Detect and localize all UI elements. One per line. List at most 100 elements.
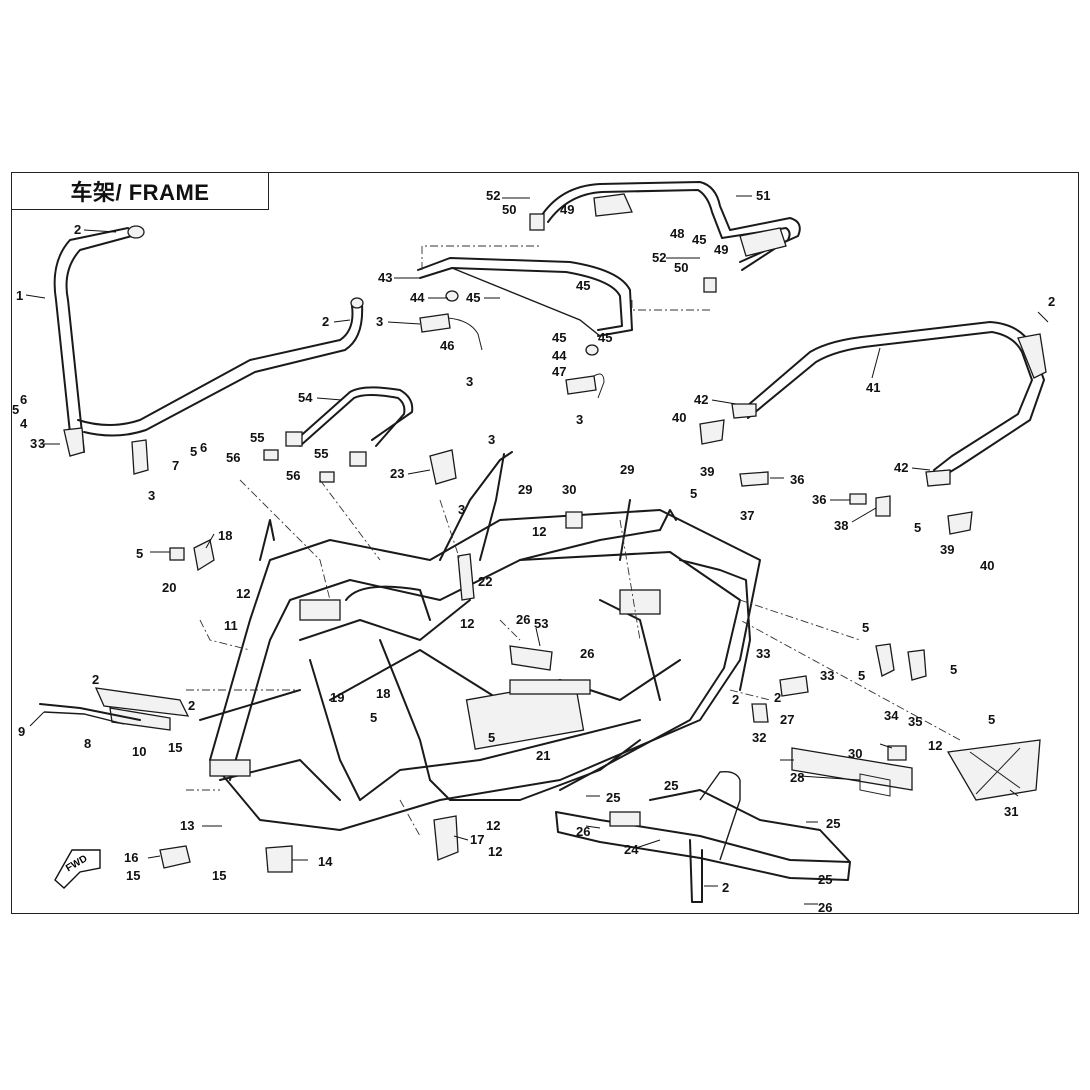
callout-25: 25 (664, 778, 678, 793)
callout-28: 28 (790, 770, 804, 785)
reference-lines (186, 245, 961, 837)
diagram-title: 车架/ FRAME (70, 180, 210, 205)
callout-29: 29 (620, 462, 634, 477)
callout-35: 35 (908, 714, 922, 729)
callout-3: 3 (576, 412, 583, 427)
callout-2: 2 (1048, 294, 1055, 309)
callout-52: 52 (652, 250, 666, 265)
callout-12: 12 (532, 524, 546, 539)
callout-36: 36 (790, 472, 804, 487)
callout-14: 14 (318, 854, 333, 869)
callout-15: 15 (126, 868, 140, 883)
callout-3: 3 (376, 314, 383, 329)
callout-12: 12 (486, 818, 500, 833)
callout-5: 5 (858, 668, 865, 683)
callout-12: 12 (928, 738, 942, 753)
callout-30: 30 (562, 482, 576, 497)
part-1-left-roll-bar (53, 225, 364, 475)
callout-5: 5 (862, 620, 869, 635)
callout-45: 45 (552, 330, 566, 345)
callout-39: 39 (700, 464, 714, 479)
callout-9: 9 (18, 724, 25, 739)
callout-18: 18 (218, 528, 232, 543)
callout-26: 26 (580, 646, 594, 661)
callout-2: 2 (722, 880, 729, 895)
callout-16: 16 (124, 850, 138, 865)
callout-49: 49 (714, 242, 728, 257)
callout-40: 40 (672, 410, 686, 425)
callout-41: 41 (866, 380, 880, 395)
callout-24: 24 (624, 842, 639, 857)
callout-10: 10 (132, 744, 146, 759)
callout-21: 21 (536, 748, 550, 763)
fwd-arrow-icon: FWD (54, 849, 101, 889)
callout-15: 15 (168, 740, 182, 755)
callout-3: 3 (30, 436, 37, 451)
callout-33: 33 (820, 668, 834, 683)
callout-53: 53 (534, 616, 548, 631)
callout-26: 26 (818, 900, 832, 915)
callout-3: 3 (148, 488, 155, 503)
part-31-skid-plate (946, 739, 1041, 801)
callout-34: 34 (884, 708, 899, 723)
callout-50: 50 (502, 202, 516, 217)
callout-25: 25 (826, 816, 840, 831)
callout-3: 3 (458, 502, 465, 517)
callout-15: 15 (212, 868, 226, 883)
callout-45: 45 (466, 290, 480, 305)
callout-23: 23 (390, 466, 404, 481)
callout-5: 5 (190, 444, 197, 459)
callout-2: 2 (774, 690, 781, 705)
callout-20: 20 (162, 580, 176, 595)
callout-52: 52 (486, 188, 500, 203)
callout-30: 30 (848, 746, 862, 761)
callout-47: 47 (552, 364, 566, 379)
callout-6: 6 (200, 440, 207, 455)
callout-6: 6 (20, 392, 27, 407)
callout-17: 17 (470, 832, 484, 847)
callout-39: 39 (940, 542, 954, 557)
callout-42: 42 (894, 460, 908, 475)
hardware-parts (159, 213, 973, 873)
part-28-crossbar (791, 747, 913, 797)
callout-36: 36 (812, 492, 826, 507)
callout-12: 12 (488, 844, 502, 859)
callout-32: 32 (752, 730, 766, 745)
callout-12: 12 (236, 586, 250, 601)
callout-33: 33 (756, 646, 770, 661)
callout-45: 45 (576, 278, 590, 293)
callout-8: 8 (84, 736, 91, 751)
callout-5: 5 (136, 546, 143, 561)
part-54-grab-bar (295, 386, 414, 447)
callout-11: 11 (224, 618, 238, 633)
callout-51: 51 (756, 188, 770, 203)
callout-2: 2 (188, 698, 195, 713)
callout-48: 48 (670, 226, 684, 241)
callout-38: 38 (834, 518, 848, 533)
callout-42: 42 (694, 392, 708, 407)
callout-31: 31 (1004, 804, 1018, 819)
callout-40: 40 (980, 558, 994, 573)
callout-44: 44 (552, 348, 567, 363)
callout-29: 29 (518, 482, 532, 497)
callout-2: 2 (74, 222, 81, 237)
callout-27: 27 (780, 712, 794, 727)
callout-1: 1 (16, 288, 23, 303)
callout-19: 19 (330, 690, 344, 705)
callout-44: 44 (410, 290, 425, 305)
main-frame (199, 451, 761, 831)
part-24-rear-subframe (555, 770, 851, 903)
callout-37: 37 (740, 508, 754, 523)
part-10-footrest-bracket (94, 687, 190, 731)
callout-46: 46 (440, 338, 454, 353)
part-43-rear-roof-bar (417, 257, 633, 337)
callout-25: 25 (606, 790, 620, 805)
callout-2: 2 (92, 672, 99, 687)
part-41-right-roll-bar (731, 321, 1047, 487)
callout-12: 12 (460, 616, 474, 631)
callout-49: 49 (560, 202, 574, 217)
callout-43: 43 (378, 270, 392, 285)
callout-13: 13 (180, 818, 194, 833)
callout-45: 45 (692, 232, 706, 247)
